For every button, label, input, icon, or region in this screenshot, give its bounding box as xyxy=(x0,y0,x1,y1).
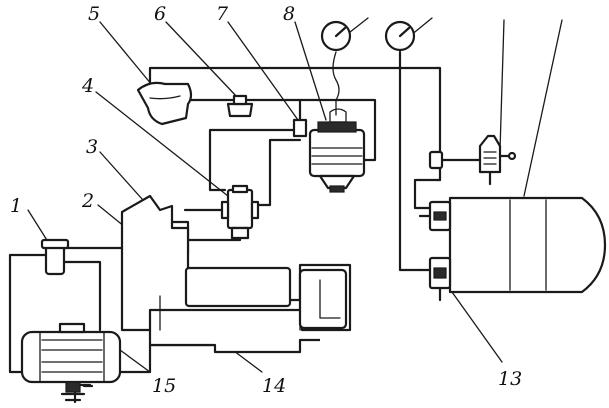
pressure-gauge-1 xyxy=(320,20,352,52)
leader-8 xyxy=(294,21,327,121)
label-4: 4 xyxy=(81,75,94,97)
label-8: 8 xyxy=(283,3,295,25)
leader-13 xyxy=(451,291,503,363)
leader-4 xyxy=(95,91,229,197)
top-main-pipe xyxy=(148,66,442,182)
compressor-unit xyxy=(120,194,352,354)
shutoff-cock xyxy=(428,134,517,186)
label-5: 5 xyxy=(88,3,100,25)
gauge-2-line xyxy=(398,50,422,272)
component-5-intake xyxy=(136,81,193,126)
gauge-1-line xyxy=(332,51,340,116)
component-6-valve xyxy=(226,94,254,118)
leader-7 xyxy=(227,21,299,121)
pipe-8-4 xyxy=(253,138,302,207)
part-labels: 1 2 3 4 5 6 7 8 13 14 15 xyxy=(10,3,522,397)
label-7: 7 xyxy=(216,3,229,25)
label-6: 6 xyxy=(154,3,166,25)
label-1: 1 xyxy=(10,195,22,217)
component-1-filter xyxy=(40,238,70,276)
label-13: 13 xyxy=(498,368,522,390)
component-7-connector xyxy=(292,118,308,138)
label-3: 3 xyxy=(86,136,98,158)
leader-lines xyxy=(27,17,563,373)
label-2: 2 xyxy=(81,190,94,212)
air-receiver-tank xyxy=(418,196,607,302)
label-15: 15 xyxy=(152,375,176,397)
leader-crane xyxy=(499,19,505,151)
component-15-motor xyxy=(20,322,122,402)
pipe-to-tank-top xyxy=(413,178,442,210)
leader-15 xyxy=(119,349,151,373)
leader-tank xyxy=(523,19,563,197)
pipe-1-15 xyxy=(8,253,50,374)
pipe-15-14 xyxy=(118,343,217,374)
pipe-to-8 xyxy=(298,98,377,162)
component-4-regulator xyxy=(220,184,260,240)
component-8-separator xyxy=(308,108,366,193)
pipe-1-15b xyxy=(58,260,102,332)
pipe-7-4 xyxy=(208,128,297,192)
label-14: 14 xyxy=(262,375,286,397)
leader-6 xyxy=(165,21,239,99)
pressure-gauge-2 xyxy=(384,20,416,52)
